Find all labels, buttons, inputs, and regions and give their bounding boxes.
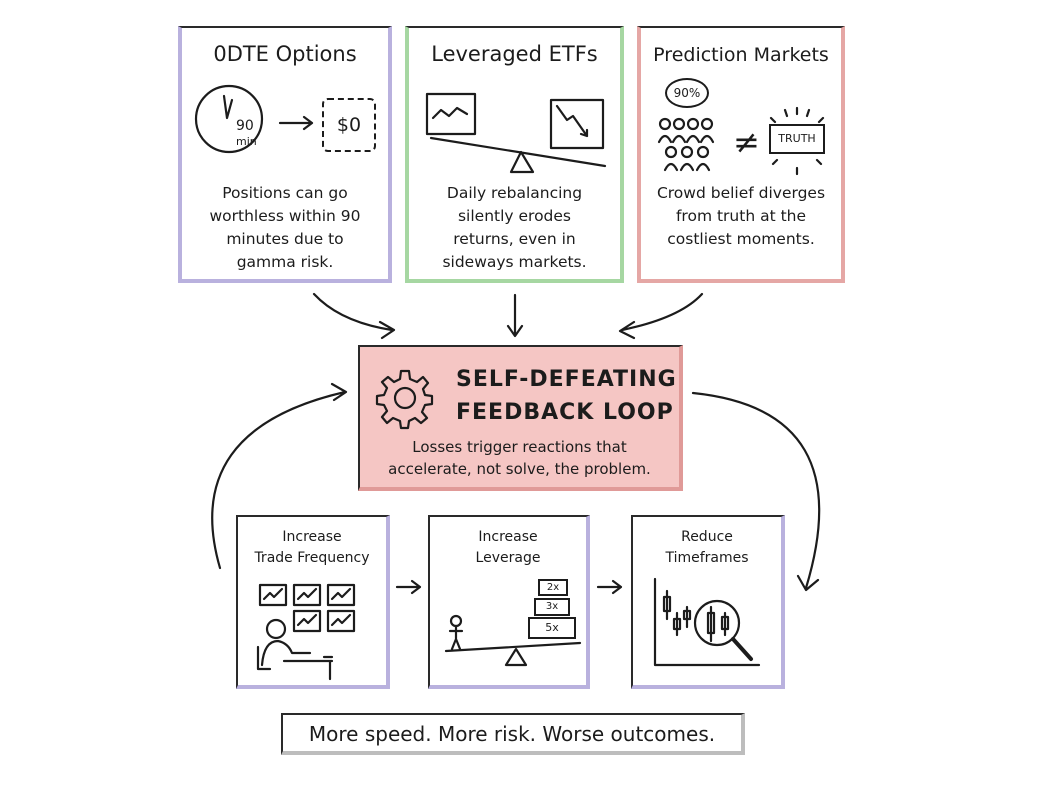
card-prediction-markets: Prediction Markets 90% ≠ TRUTH Crowd bel… <box>637 26 845 283</box>
speech-bubble: 90% <box>665 78 709 108</box>
truth-label: TRUTH <box>778 132 816 145</box>
arrow-loop-left <box>211 382 348 570</box>
gear-icon <box>375 369 434 430</box>
candlestick-magnifier-icon <box>653 577 761 667</box>
bubble-label: 90% <box>673 86 701 100</box>
step-title: Reduce Timeframes <box>633 527 781 569</box>
arrow-loop-right <box>691 391 821 592</box>
step-title-line2: Trade Frequency <box>254 550 370 566</box>
trader-monitors-icon <box>256 583 356 681</box>
step-title: Increase Leverage <box>430 527 586 569</box>
center-title-line1: SELF-DEFEATING <box>456 367 677 392</box>
step-title-line2: Timeframes <box>665 550 749 566</box>
seesaw-charts-icon <box>425 92 607 174</box>
card-title: Leveraged ETFs <box>431 42 598 66</box>
arrow-right-to-center <box>618 292 704 340</box>
arrow-left-to-center <box>312 292 396 340</box>
step-title-line1: Reduce <box>681 529 733 545</box>
center-title-line2: FEEDBACK LOOP <box>456 400 674 425</box>
arrow-step-1-to-2 <box>395 579 422 595</box>
arrow-right-icon <box>278 115 314 131</box>
arrow-middle-to-center <box>506 293 524 338</box>
footer-banner: More speed. More risk. Worse outcomes. <box>281 713 745 755</box>
clock-icon <box>194 84 264 154</box>
step-title-line1: Increase <box>478 529 538 545</box>
card-description: Positions can go worthless within 90 min… <box>209 184 361 271</box>
lev-box-5x: 5x <box>528 617 576 639</box>
card-description: Daily rebalancing silently erodes return… <box>442 184 587 271</box>
arrow-step-2-to-3 <box>596 579 623 595</box>
leverage-seesaw-icon <box>444 614 582 667</box>
card-description: Crowd belief diverges from truth at the … <box>656 184 826 248</box>
step-title: Increase Trade Frequency <box>238 527 386 569</box>
card-title: 0DTE Options <box>213 42 357 66</box>
card-0dte-options: 0DTE Options 90 min $0 Positions can go … <box>178 26 392 283</box>
step-increase-trade-frequency: Increase Trade Frequency <box>236 515 390 689</box>
center-title: SELF-DEFEATING FEEDBACK LOOP <box>456 363 677 429</box>
lev-box-3x: 3x <box>534 598 570 616</box>
clock-label: 90 <box>236 118 254 134</box>
zero-value-box: $0 <box>322 98 376 152</box>
radiating-lines-icon <box>769 106 825 176</box>
center-description: Losses trigger reactions that accelerate… <box>388 438 651 478</box>
clock-unit: min <box>236 135 257 148</box>
card-title: Prediction Markets <box>653 44 829 66</box>
step-increase-leverage: Increase Leverage 2x 3x 5x <box>428 515 590 689</box>
lev-box-2x: 2x <box>538 579 568 596</box>
crowd-icon <box>657 117 715 172</box>
card-leveraged-etfs: Leveraged ETFs Daily rebalancing silentl… <box>405 26 624 283</box>
lev-label-5x: 5x <box>545 621 559 634</box>
truth-box: TRUTH <box>769 124 825 154</box>
not-equal-icon: ≠ <box>733 123 760 161</box>
step-title-line1: Increase <box>282 529 342 545</box>
lev-label-2x: 2x <box>546 582 560 593</box>
zero-value-label: $0 <box>336 114 362 136</box>
step-title-line2: Leverage <box>475 550 541 566</box>
step-reduce-timeframes: Reduce Timeframes <box>631 515 785 689</box>
lev-label-3x: 3x <box>545 601 559 612</box>
feedback-loop-panel: SELF-DEFEATING FEEDBACK LOOP Losses trig… <box>358 345 683 491</box>
